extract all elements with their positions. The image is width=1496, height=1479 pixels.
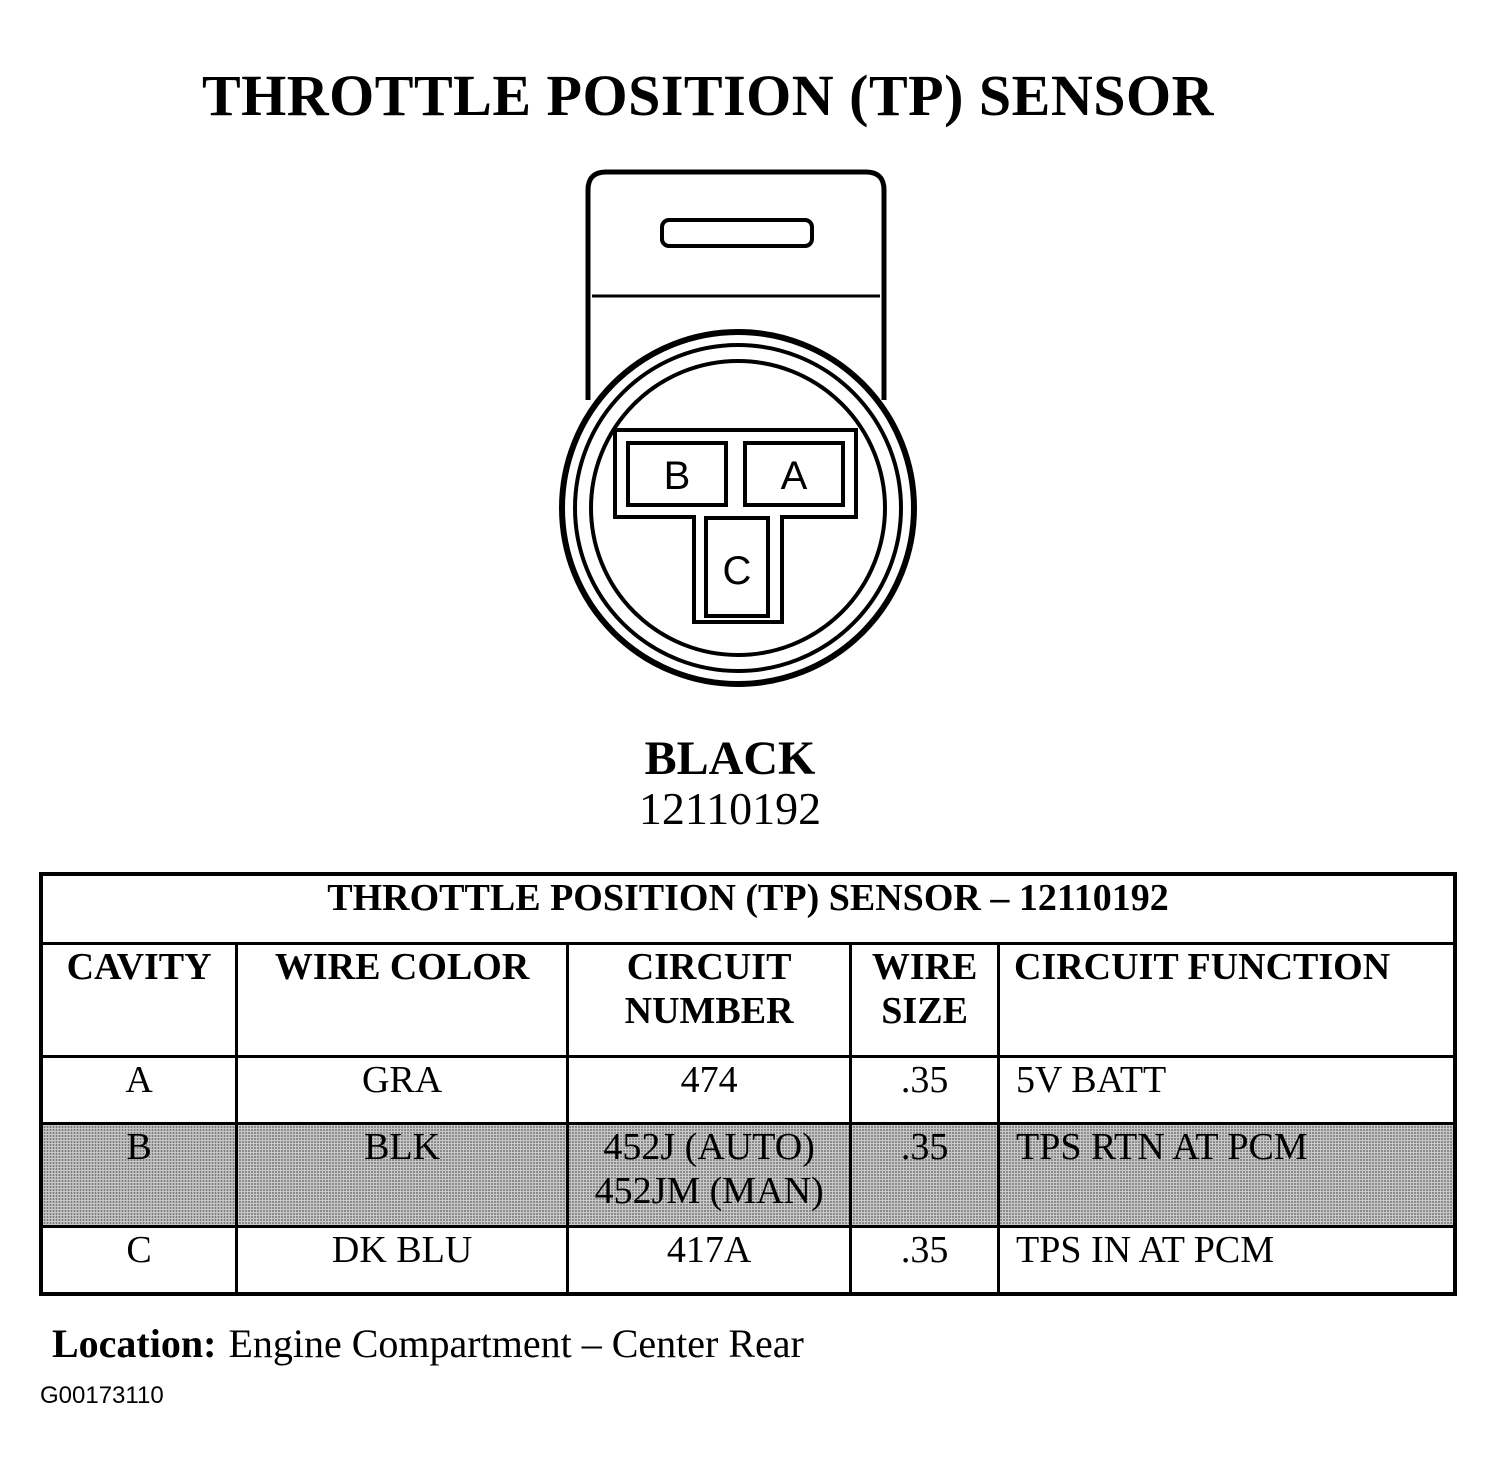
cell-wire-size: .35 [849, 1055, 1000, 1125]
connector-lock-slot [660, 218, 814, 248]
cell-wire-color: BLK [235, 1122, 569, 1228]
cell-circuit-function: 5V BATT [996, 1055, 1457, 1125]
table-row: A GRA 474 .35 5V BATT [39, 1055, 1457, 1125]
location-note: Location:Engine Compartment – Center Rea… [52, 1320, 804, 1367]
terminal-c [704, 516, 770, 618]
terminal-a-label: A [781, 454, 808, 498]
figure-id: G00173110 [40, 1382, 164, 1409]
connector-lock-tab [585, 169, 887, 400]
header-circuit-number-line1: CIRCUIT [626, 946, 792, 988]
connector-face-diagram: B A C [559, 169, 917, 687]
connector-outer-ring [559, 329, 917, 687]
cell-circuit-number-line1: 452J (AUTO) [603, 1126, 815, 1168]
cell-wire-size: .35 [849, 1122, 1000, 1228]
cell-cavity: B [39, 1122, 239, 1228]
cell-circuit-number: 417A [565, 1225, 853, 1296]
cell-wire-color: DK BLU [235, 1225, 569, 1296]
cell-circuit-number-line2: 452JM (MAN) [594, 1170, 824, 1212]
header-wire-size-line1: WIRE [871, 946, 978, 988]
header-wire-size: WIRE SIZE [849, 942, 1000, 1058]
cell-cavity: C [39, 1225, 239, 1296]
cell-circuit-number: 474 [565, 1055, 853, 1125]
cell-circuit-number: 452J (AUTO) 452JM (MAN) [565, 1122, 853, 1228]
cell-circuit-function: TPS IN AT PCM [996, 1225, 1457, 1296]
connector-part-number: 12110192 [638, 783, 822, 834]
diagram-title: THROTTLE POSITION (TP) SENSOR [202, 63, 1214, 128]
cell-wire-color: GRA [235, 1055, 569, 1125]
header-cavity: CAVITY [39, 942, 239, 1058]
cell-cavity: A [39, 1055, 239, 1125]
table-row: B BLK 452J (AUTO) 452JM (MAN) .35 TPS RT… [39, 1122, 1457, 1228]
pinout-table: THROTTLE POSITION (TP) SENSOR – 12110192… [39, 872, 1457, 1296]
connector-middle-ring [573, 343, 903, 673]
connector-inner-ring [589, 359, 887, 657]
terminal-b [626, 441, 728, 507]
header-circuit-number-line2: NUMBER [624, 990, 794, 1032]
location-value: Engine Compartment – Center Rear [228, 1321, 804, 1366]
cell-circuit-function: TPS RTN AT PCM [996, 1122, 1457, 1228]
terminal-c-label: C [723, 549, 752, 593]
table-caption: THROTTLE POSITION (TP) SENSOR – 12110192 [39, 872, 1457, 945]
header-circuit-function: CIRCUIT FUNCTION [996, 942, 1457, 1058]
cell-wire-size: .35 [849, 1225, 1000, 1296]
header-circuit-number: CIRCUIT NUMBER [565, 942, 853, 1058]
terminal-a [743, 441, 845, 507]
connector-cavity-outline [613, 428, 858, 624]
connector-color-label: BLACK [644, 732, 816, 785]
table-header-row: CAVITY WIRE COLOR CIRCUIT NUMBER WIRE SI… [39, 942, 1457, 1058]
header-wire-size-line2: SIZE [881, 990, 968, 1032]
location-label: Location: [52, 1321, 217, 1366]
table-caption-row: THROTTLE POSITION (TP) SENSOR – 12110192 [39, 872, 1457, 945]
table-row: C DK BLU 417A .35 TPS IN AT PCM [39, 1225, 1457, 1296]
terminal-b-label: B [664, 454, 691, 498]
header-wire-color: WIRE COLOR [235, 942, 569, 1058]
